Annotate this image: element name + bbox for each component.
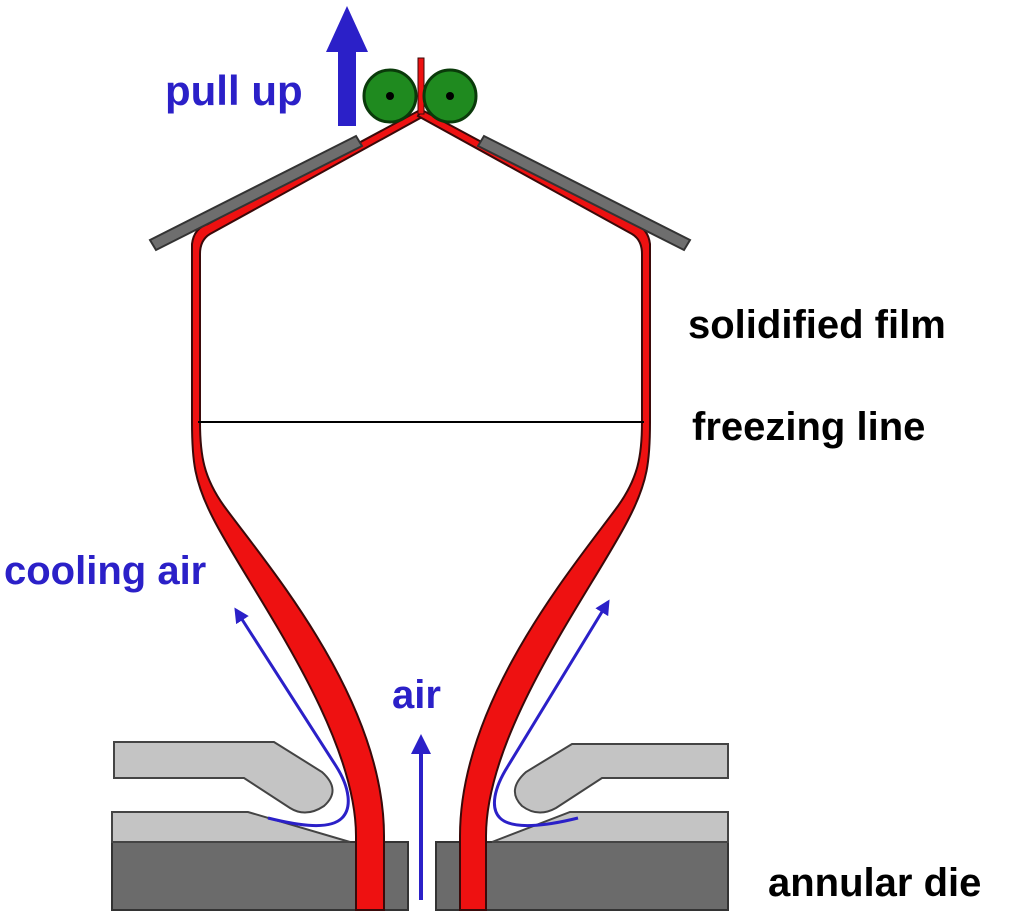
die-lip-left	[111, 811, 351, 843]
die-mandrel-right	[435, 841, 463, 911]
die-lip-right	[491, 811, 729, 843]
air-label: air	[392, 673, 441, 717]
film-bubble	[191, 57, 651, 911]
collapsing-guide-right	[476, 134, 692, 252]
annular-die	[111, 811, 729, 911]
cooling-air-arrows	[234, 599, 610, 828]
die-base-left	[111, 841, 357, 911]
freezing-line-label: freezing line	[692, 405, 925, 449]
cooling-air-arrow-left	[234, 607, 350, 828]
die-base-right	[485, 841, 729, 911]
solidified-film-label: solidified film	[688, 303, 946, 347]
up-arrow-icon	[326, 6, 368, 126]
nip-roller-icon	[362, 68, 478, 124]
annular-die-label: annular die	[768, 861, 981, 905]
cooling-air-label: cooling air	[4, 549, 206, 593]
pull-up-label: pull up	[165, 67, 303, 114]
air-ring	[113, 741, 729, 814]
collapsing-frame	[148, 134, 692, 252]
film-wall-right	[416, 108, 651, 911]
cooling-air-arrow-right	[492, 599, 610, 827]
air-ring-right	[514, 743, 729, 814]
collapsing-guide-left	[148, 134, 364, 252]
film-nip	[417, 57, 425, 115]
air-ring-left	[113, 741, 334, 814]
